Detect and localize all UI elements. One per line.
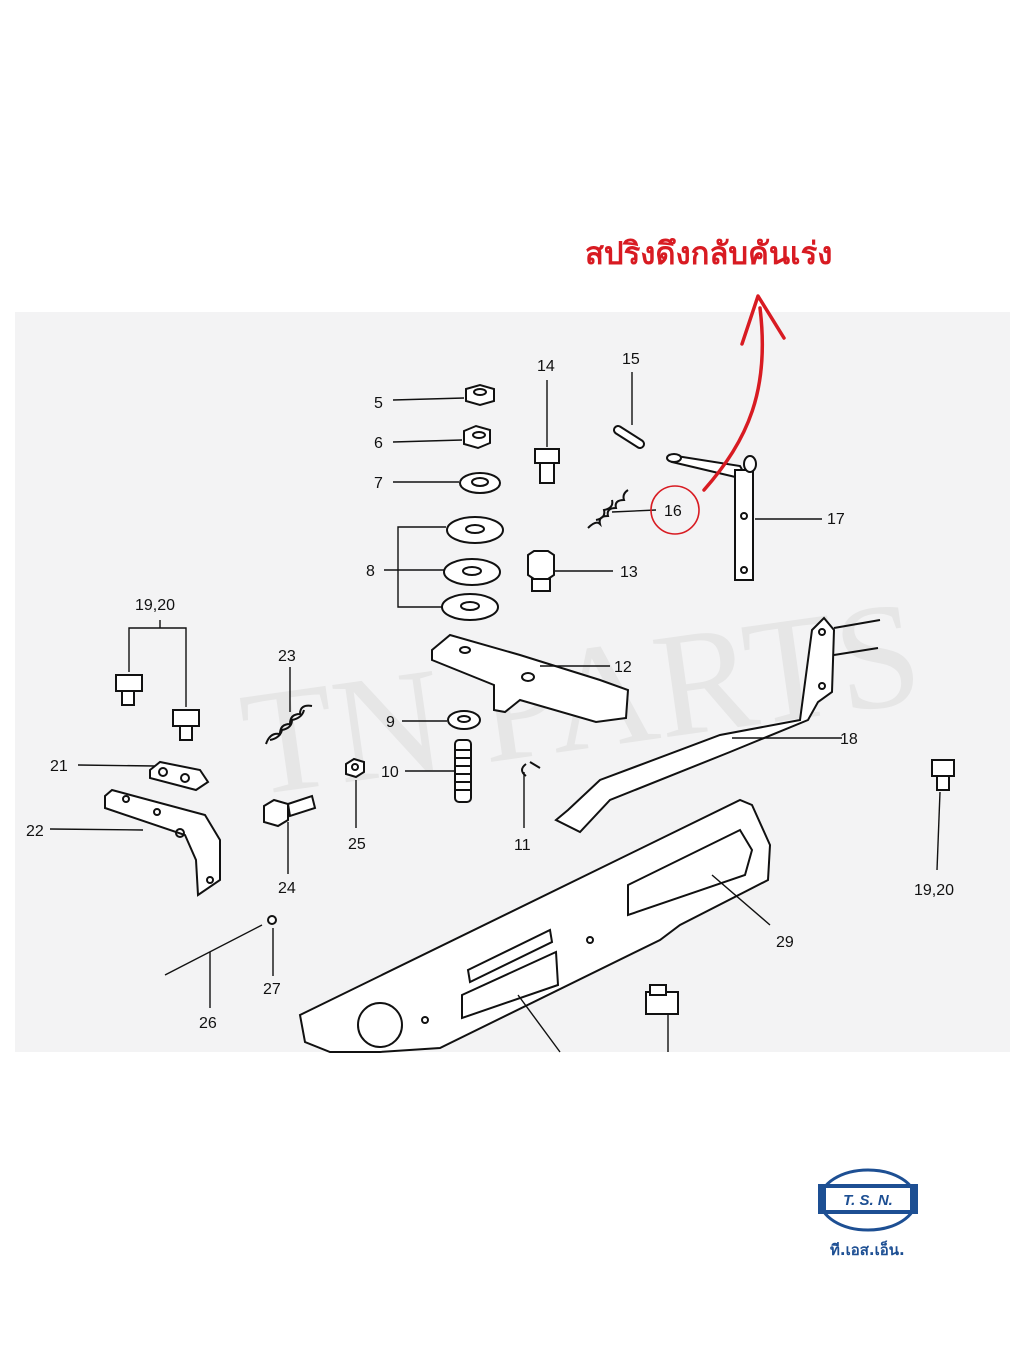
- part-12-bracket: [431, 633, 630, 724]
- part-11-clip: [521, 761, 541, 828]
- label-19-20-right: 19,20: [914, 882, 954, 899]
- label-9: 9: [386, 714, 395, 731]
- label-25: 25: [348, 836, 366, 853]
- part-7-washer: [393, 472, 501, 494]
- label-5: 5: [374, 395, 383, 412]
- part-9-washer: [402, 710, 481, 730]
- label-7: 7: [374, 475, 383, 492]
- label-26: 26: [199, 1015, 217, 1032]
- part-25-nut: [345, 757, 365, 828]
- label-15: 15: [622, 351, 640, 368]
- label-6: 6: [374, 435, 383, 452]
- part-29-panel: [298, 798, 772, 1053]
- part-17-lever: [666, 453, 822, 581]
- tsn-logo: T. S. N.: [818, 1168, 918, 1232]
- highlight-circle: [650, 485, 700, 535]
- highlight-arrow: [702, 306, 765, 492]
- label-23: 23: [278, 648, 296, 665]
- part-26-27-rod-ball: [164, 915, 277, 1008]
- part-14-bolt: [534, 380, 560, 484]
- highlight-arrow-head: [740, 294, 786, 346]
- label-29: 29: [776, 934, 794, 951]
- label-21: 21: [50, 758, 68, 775]
- label-24: 24: [278, 880, 296, 897]
- label-16: 16: [664, 503, 682, 520]
- part-13-nut: [527, 550, 613, 592]
- part-19-20-bolts-left: [115, 620, 200, 741]
- label-10: 10: [381, 764, 399, 781]
- label-27: 27: [263, 981, 281, 998]
- part-15-pin: [613, 372, 645, 449]
- label-12: 12: [614, 659, 632, 676]
- part-22-bracket: [49, 788, 221, 897]
- page-title: สปริงดึงกลับคันเร่ง: [585, 236, 833, 272]
- part-23-spring: [265, 667, 313, 745]
- part-6-nut: [392, 424, 491, 450]
- part-10-stud: [405, 739, 472, 803]
- part-18-rod: [554, 616, 881, 834]
- label-11: 11: [514, 837, 531, 854]
- label-8: 8: [366, 563, 375, 580]
- label-18: 18: [840, 731, 858, 748]
- part-19-20-bolts-right: [645, 759, 955, 1052]
- logo-letters: T. S. N.: [843, 1192, 893, 1209]
- part-21-plate: [77, 760, 210, 792]
- part-16-spring: [587, 489, 657, 529]
- label-13: 13: [620, 564, 638, 581]
- label-14: 14: [537, 358, 555, 375]
- part-5-nut: [392, 383, 495, 407]
- part-24-bolt: [263, 794, 317, 874]
- label-19-20-left: 19,20: [135, 597, 175, 614]
- brand-name: ที.เอส.เอ็น.: [830, 1241, 905, 1259]
- label-22: 22: [26, 823, 44, 840]
- label-17: 17: [827, 511, 845, 528]
- part-8-washers: [384, 516, 504, 621]
